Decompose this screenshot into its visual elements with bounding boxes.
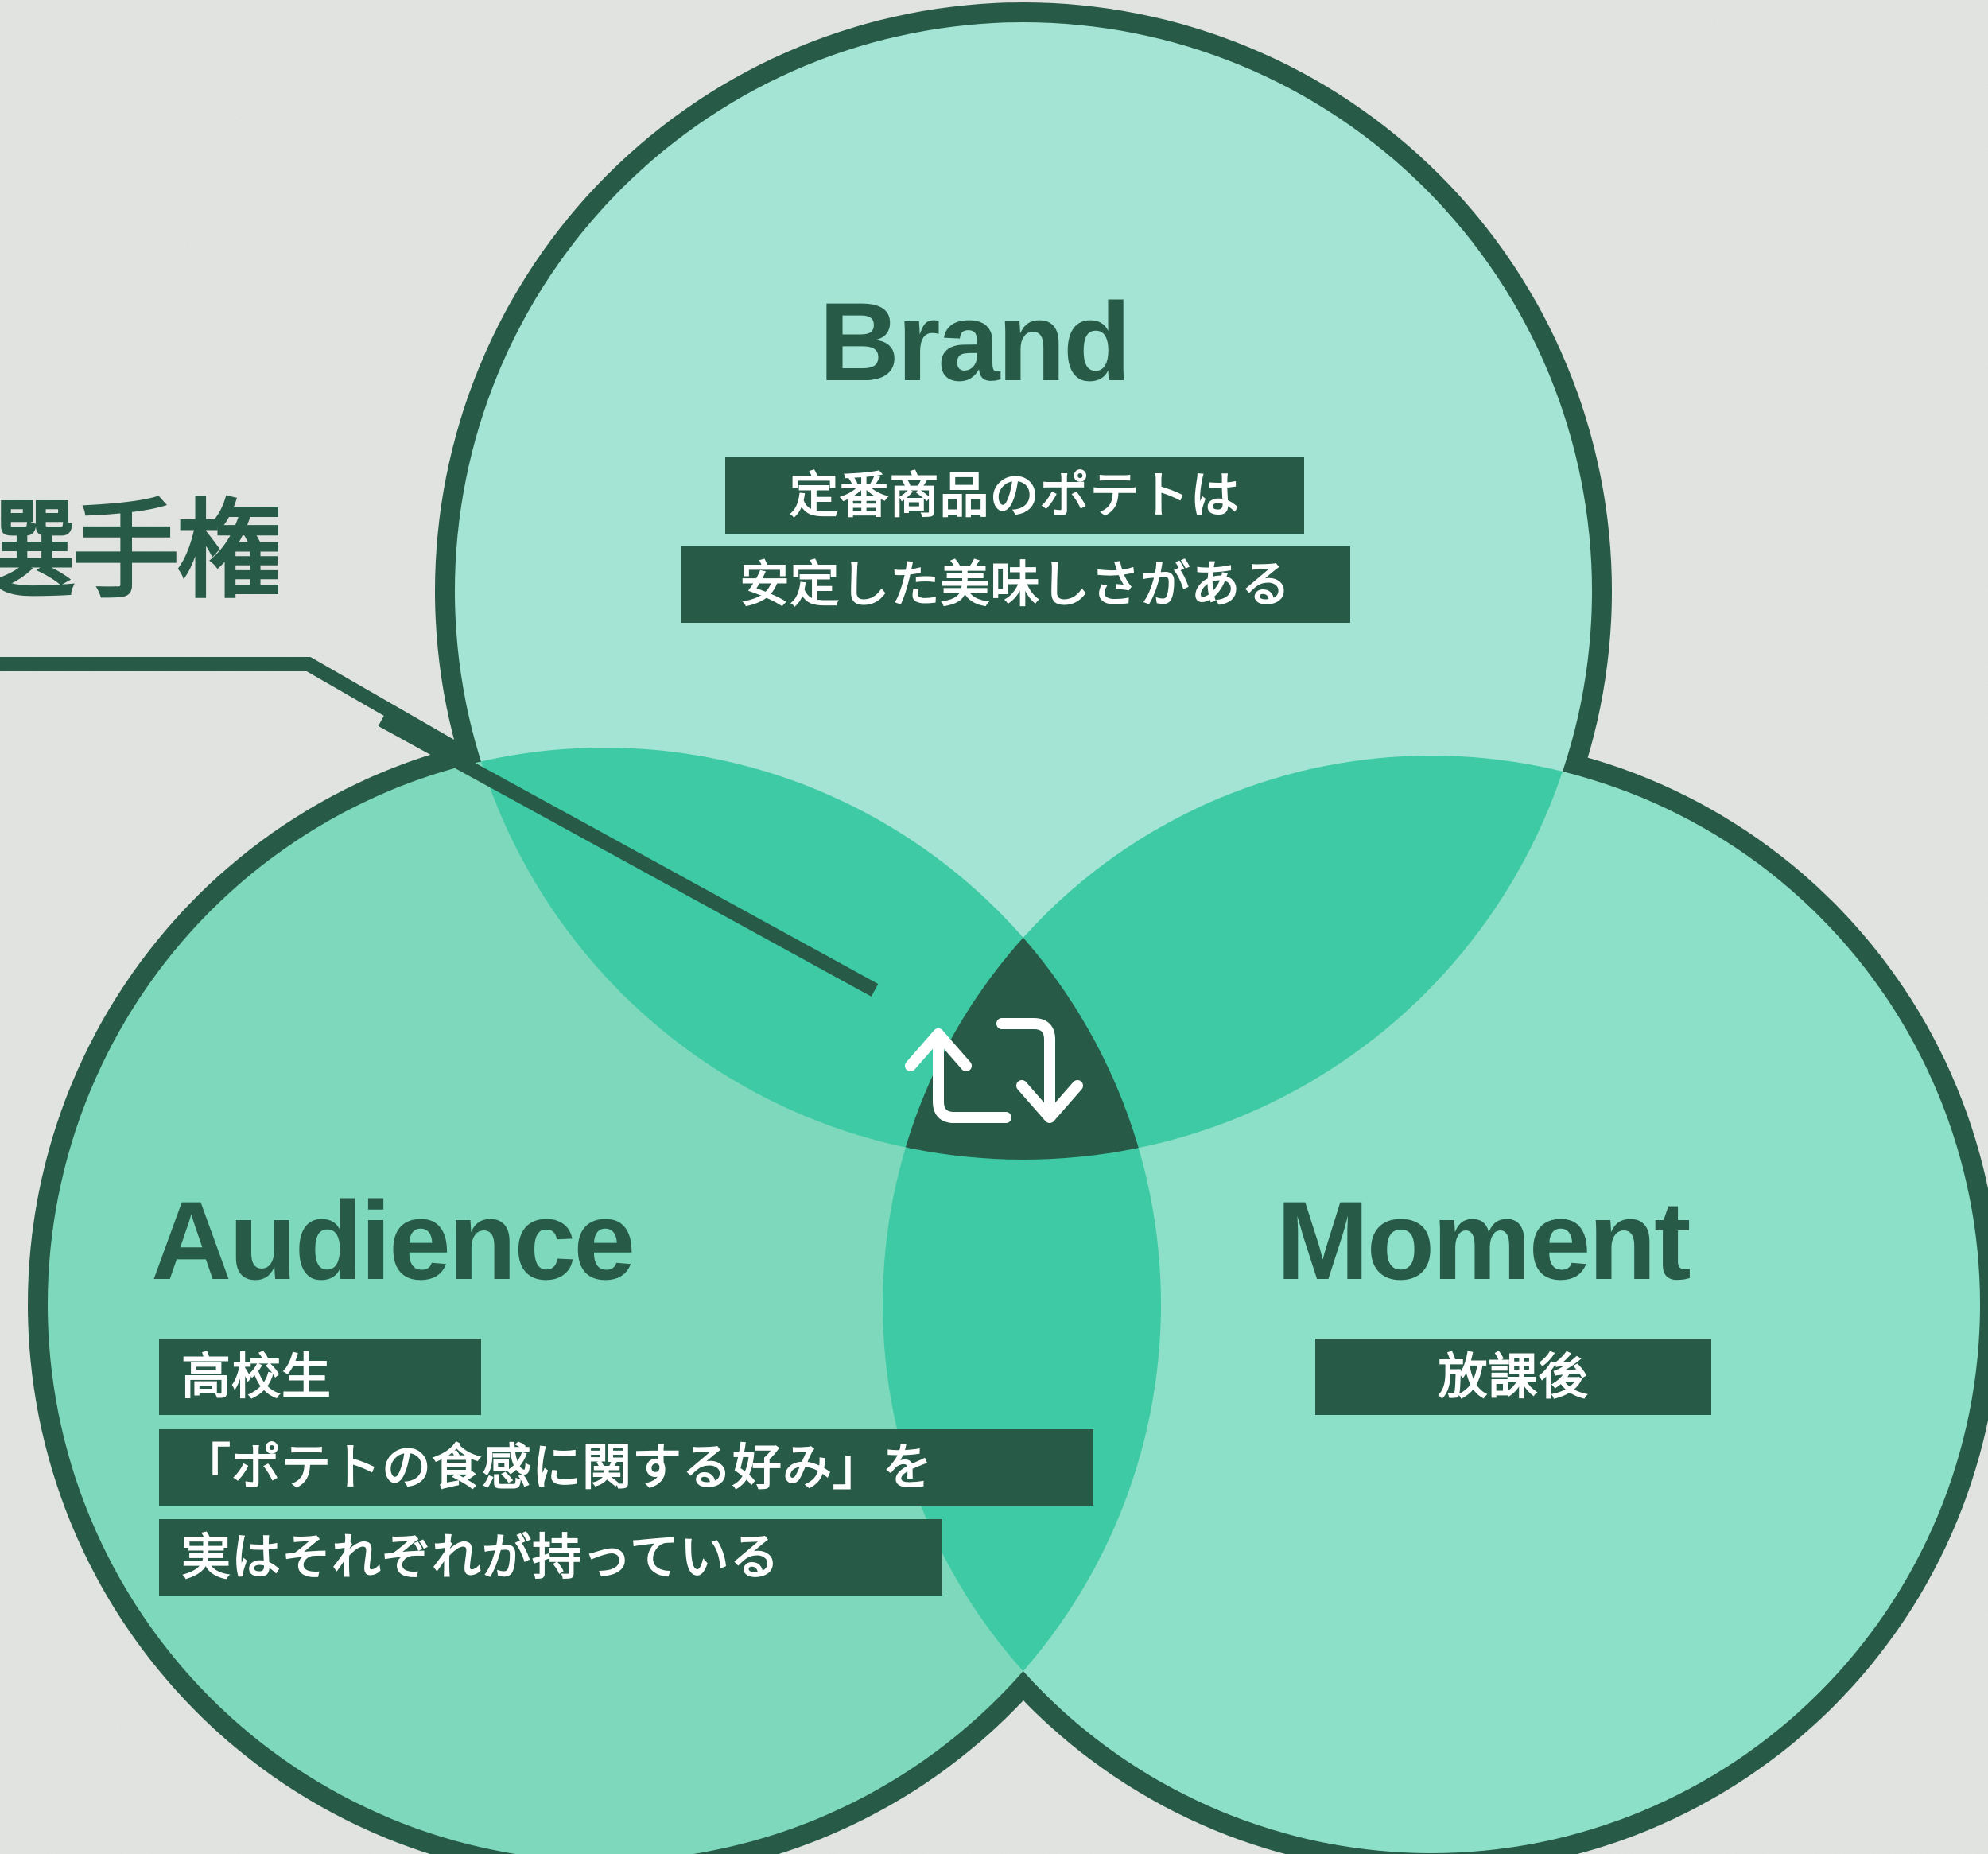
page-title: 選手権 [0, 488, 278, 613]
audience-label-line-1: 高校生 [159, 1339, 481, 1415]
audience-label-line-2: 「ポテトの食感に関する好み」を [159, 1429, 1093, 1506]
brand-label-line-1: 定番商品のポテトは [725, 457, 1304, 534]
repeat-arrows-icon [905, 1018, 1083, 1123]
brand-label-line-2: 安定した美味しさがある [681, 546, 1350, 623]
audience-title: Audience [151, 1178, 635, 1303]
brand-audience-overlap [455, 748, 1161, 1160]
moment-label-line-1: 放課後 [1315, 1339, 1711, 1415]
callout-line-inner [378, 713, 879, 997]
brand-moment-overlap [883, 756, 1592, 1160]
brand-title: Brand [819, 279, 1131, 404]
moment-title: Moment [1276, 1178, 1691, 1303]
audience-label-line-3: 実はそれぞれが持っている [159, 1519, 942, 1596]
